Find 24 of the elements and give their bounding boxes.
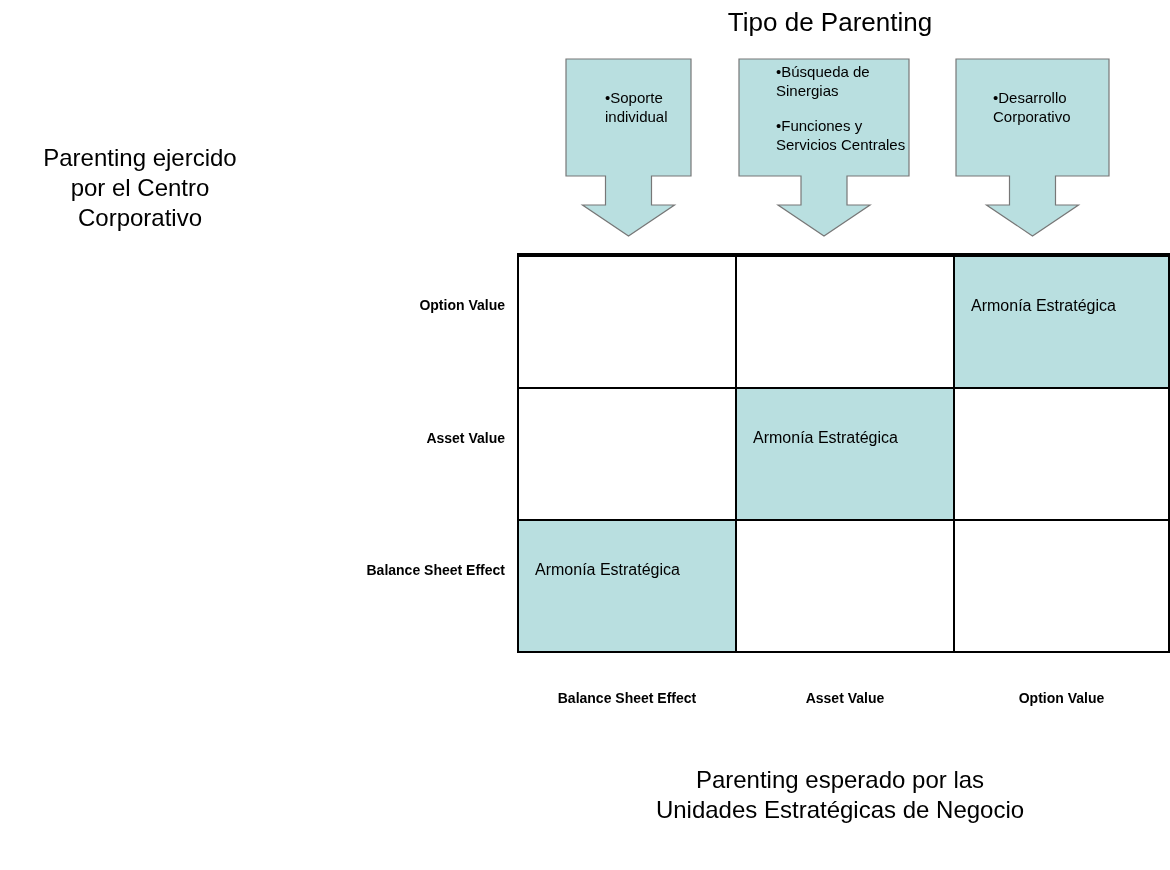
down-arrow-callout: [565, 58, 692, 238]
row-label: Asset Value: [426, 430, 505, 446]
axis-title: Parenting esperado por las Unidades Estratégicas de Negocio: [655, 765, 1025, 825]
callout-text: •Desarrollo Corporativo: [993, 88, 1072, 126]
column-label: Asset Value: [804, 690, 886, 706]
heading: Tipo de Parenting: [726, 6, 934, 39]
row-label: Balance Sheet Effect: [366, 562, 505, 578]
cell-text: Armonía Estratégica: [753, 429, 898, 447]
down-arrow-callout: [738, 58, 910, 238]
column-label: Option Value: [1017, 690, 1106, 706]
cell-text: Armonía Estratégica: [971, 297, 1116, 315]
matrix-cell: [953, 519, 1170, 653]
row-label: Option Value: [419, 297, 505, 313]
matrix-cell: [953, 253, 1170, 389]
matrix-cell: [517, 253, 737, 389]
column-label: Balance Sheet Effect: [556, 690, 698, 706]
down-arrow-callout: [955, 58, 1110, 238]
callout-text: •Búsqueda de Sinergias: [776, 62, 871, 100]
cell-text: Armonía Estratégica: [535, 561, 680, 579]
axis-title: Parenting ejercido por el Centro Corporativo: [42, 143, 238, 233]
matrix-cell: [517, 519, 737, 653]
callout-text: •Soporte individual: [605, 88, 669, 126]
callout-text: •Funciones y Servicios Centrales: [776, 116, 906, 154]
matrix-cell: [735, 387, 955, 521]
